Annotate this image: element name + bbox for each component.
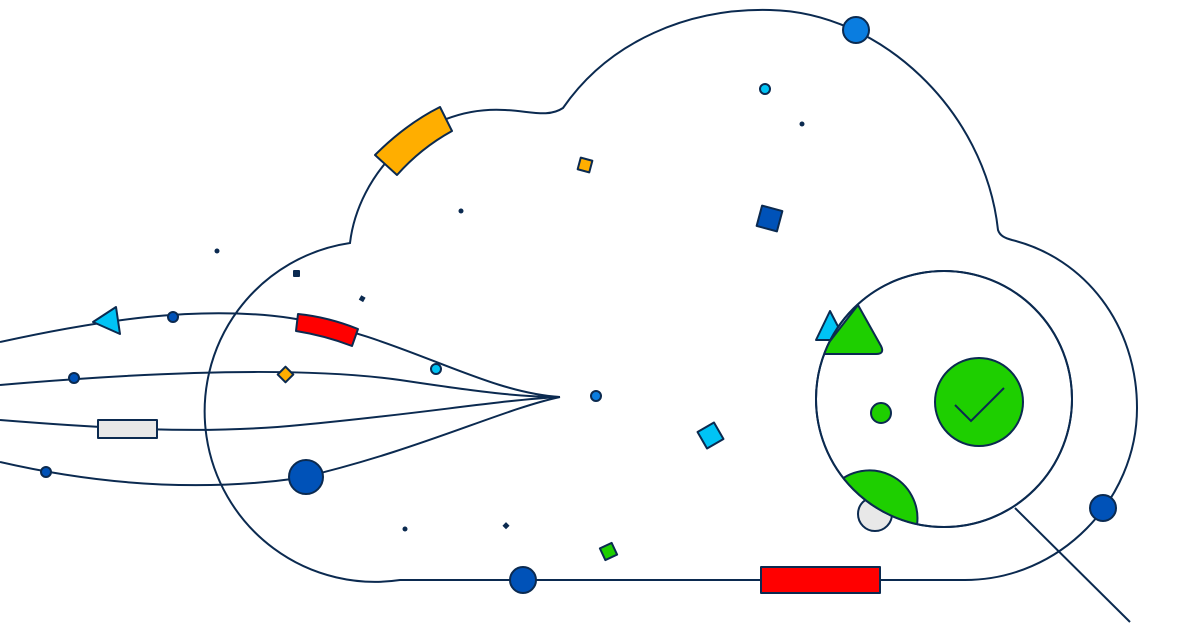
grey-bar — [97, 419, 158, 439]
square-small — [293, 270, 300, 277]
diamond-orange — [276, 365, 295, 384]
square-orange — [576, 156, 594, 174]
dot-light-blue — [759, 83, 771, 95]
square-blue — [755, 204, 784, 233]
magnifier-icon — [815, 270, 1073, 528]
red-arc-segment — [295, 313, 359, 347]
triangle-light-blue — [92, 306, 121, 335]
data-stream-3 — [0, 396, 561, 431]
dot-mid-blue — [842, 16, 870, 44]
data-stream-2 — [0, 370, 561, 398]
dot-blue — [68, 372, 80, 384]
dot-blue — [509, 566, 537, 594]
triangle-green — [819, 304, 884, 355]
dot-blue — [1089, 494, 1117, 522]
red-bar — [760, 566, 881, 594]
orange-arc-segment — [374, 106, 453, 176]
particles — [214, 121, 805, 532]
square-green — [598, 541, 619, 562]
large-dot-blue — [288, 459, 324, 495]
convergence-dot — [590, 390, 602, 402]
dot-green — [870, 402, 892, 424]
data-stream-1 — [0, 312, 561, 398]
cloud-outline — [203, 8, 1139, 583]
square-light-blue — [696, 421, 725, 450]
dot-blue — [167, 311, 179, 323]
dot-light-blue — [430, 363, 442, 375]
dot-blue — [40, 466, 52, 478]
check-circle — [934, 357, 1024, 447]
checkmark-icon — [954, 387, 1005, 423]
data-stream-4 — [0, 396, 561, 487]
magnifier-handle — [1014, 507, 1131, 623]
